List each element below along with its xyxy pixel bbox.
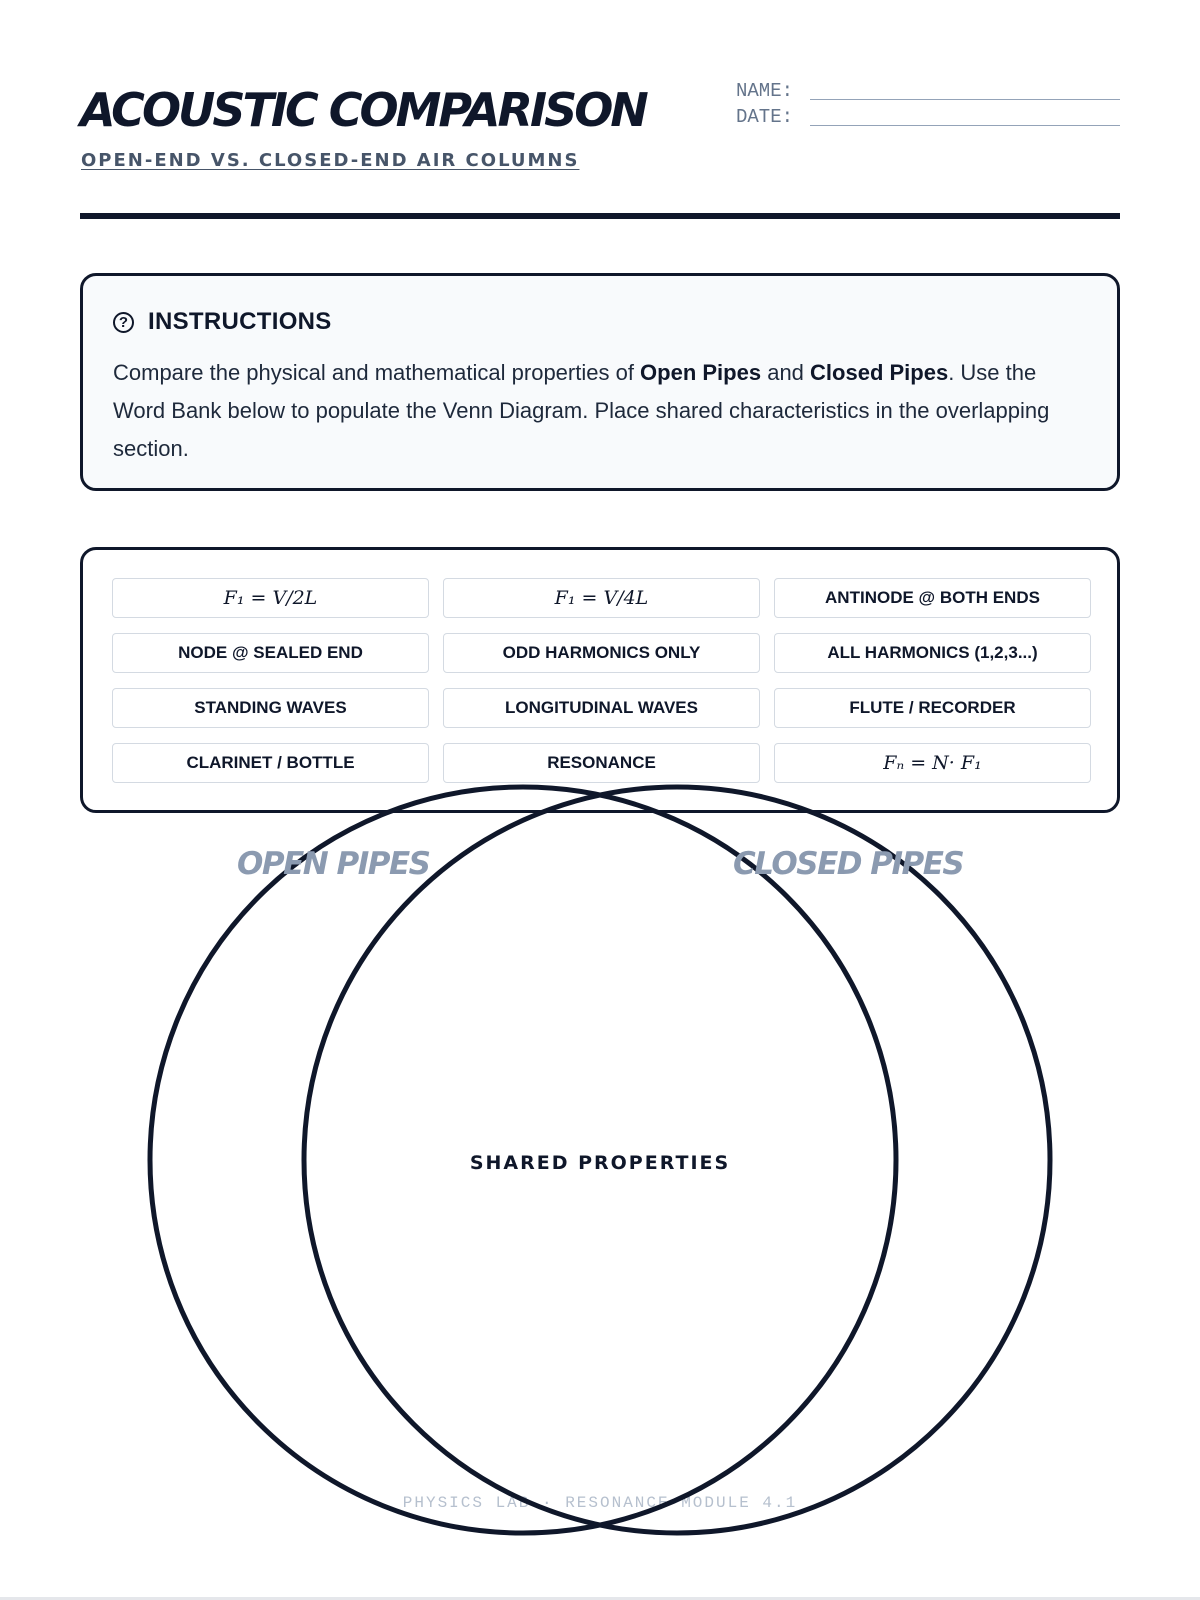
- word-bank-chip[interactable]: F₁ = V/4L: [443, 578, 760, 618]
- word-bank-chip[interactable]: ODD HARMONICS ONLY: [443, 633, 760, 673]
- instructions-text: Compare the physical and mathematical pr…: [113, 354, 1087, 468]
- open-pipes-emphasis: Open Pipes: [640, 360, 762, 385]
- word-bank-chip[interactable]: RESONANCE: [443, 743, 760, 783]
- instructions-text-part: Compare the physical and mathematical pr…: [113, 360, 641, 385]
- page-title: ACOUSTIC COMPARISON: [80, 83, 649, 137]
- word-bank-chip[interactable]: F₁ = V/2L: [112, 578, 429, 618]
- instructions-text-part: and: [761, 360, 811, 385]
- word-bank-chip[interactable]: LONGITUDINAL WAVES: [443, 688, 760, 728]
- instructions-panel: ? INSTRUCTIONS Compare the physical and …: [80, 273, 1120, 491]
- shared-properties-label: SHARED PROPERTIES: [469, 1152, 731, 1174]
- date-line[interactable]: [810, 125, 1120, 126]
- word-bank: F₁ = V/2L F₁ = V/4L ANTINODE @ BOTH ENDS NO…: [80, 547, 1120, 813]
- closed-pipes-circle[interactable]: [301, 784, 1053, 1536]
- date-label: DATE:: [736, 106, 794, 128]
- name-label: NAME:: [736, 80, 794, 102]
- page-bottom-edge: [0, 1597, 1200, 1600]
- name-line[interactable]: [810, 99, 1120, 100]
- question-circle-icon: ?: [113, 311, 134, 333]
- footer-text: PHYSICS LAB · RESONANCE MODULE 4.1: [402, 1494, 798, 1512]
- word-bank-chip[interactable]: STANDING WAVES: [112, 688, 429, 728]
- date-field[interactable]: DATE:: [736, 106, 1120, 128]
- word-bank-chip[interactable]: NODE @ SEALED END: [112, 633, 429, 673]
- open-pipes-circle[interactable]: [147, 784, 899, 1536]
- instructions-title: INSTRUCTIONS: [148, 308, 332, 335]
- header-divider: [80, 213, 1120, 219]
- instructions-text-part: . Use the Word Bank below to populate th…: [113, 360, 1050, 461]
- word-bank-chip[interactable]: FLUTE / RECORDER: [774, 688, 1091, 728]
- page-subtitle: OPEN-END VS. CLOSED-END AIR COLUMNS: [81, 150, 580, 171]
- word-bank-chip[interactable]: Fₙ = N· F₁: [774, 743, 1091, 783]
- closed-pipes-label: CLOSED PIPES: [733, 846, 965, 882]
- word-bank-chip[interactable]: CLARINET / BOTTLE: [112, 743, 429, 783]
- closed-pipes-emphasis: Closed Pipes: [810, 360, 949, 385]
- open-pipes-label: OPEN PIPES: [237, 846, 431, 882]
- name-field[interactable]: NAME:: [736, 80, 1120, 102]
- venn-diagram: [147, 784, 1053, 1536]
- word-bank-chip[interactable]: ANTINODE @ BOTH ENDS: [774, 578, 1091, 618]
- instructions-header: ? INSTRUCTIONS: [113, 302, 1087, 342]
- word-bank-chip[interactable]: ALL HARMONICS (1,2,3...): [774, 633, 1091, 673]
